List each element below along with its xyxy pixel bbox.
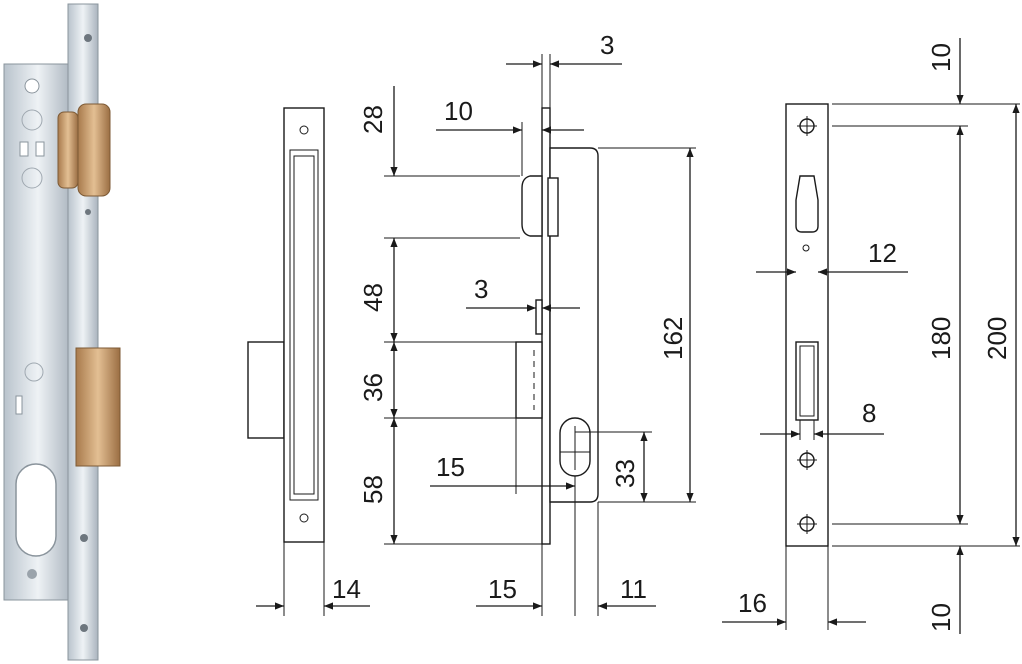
dim-14: 14 xyxy=(332,574,361,604)
dim-15-mid: 15 xyxy=(436,452,465,482)
dimension-labels: 3 10 28 48 3 36 58 15 162 33 15 11 14 10… xyxy=(332,30,1012,632)
dim-12: 12 xyxy=(868,238,897,268)
side-view-case xyxy=(515,107,599,545)
dim-162: 162 xyxy=(658,317,688,360)
dim-11: 11 xyxy=(620,574,647,604)
dimension-lines xyxy=(256,38,1020,634)
dim-36: 36 xyxy=(358,373,388,402)
lock-photo xyxy=(3,3,121,661)
lock-deadbolt xyxy=(75,347,121,467)
dim-16: 16 xyxy=(738,588,767,618)
lock-latch xyxy=(57,111,79,189)
dim-200: 200 xyxy=(982,317,1012,360)
dim-3-mid: 3 xyxy=(474,274,488,304)
front-view-faceplate xyxy=(247,107,325,543)
lock-faceplate xyxy=(67,3,99,661)
dim-48: 48 xyxy=(358,283,388,312)
dim-180: 180 xyxy=(926,317,956,360)
dim-10-top-right: 10 xyxy=(926,43,956,72)
front-plate-view xyxy=(785,103,829,547)
dim-33: 33 xyxy=(610,459,640,488)
dim-58: 58 xyxy=(358,475,388,504)
dim-10-bolt: 10 xyxy=(444,96,473,126)
dim-15-bottom: 15 xyxy=(488,574,517,604)
dim-10-bottom-right: 10 xyxy=(926,603,956,632)
dim-8: 8 xyxy=(862,398,876,428)
dim-28: 28 xyxy=(358,105,388,134)
lock-cylinder-hole xyxy=(15,463,57,557)
dim-3-top: 3 xyxy=(600,30,614,60)
